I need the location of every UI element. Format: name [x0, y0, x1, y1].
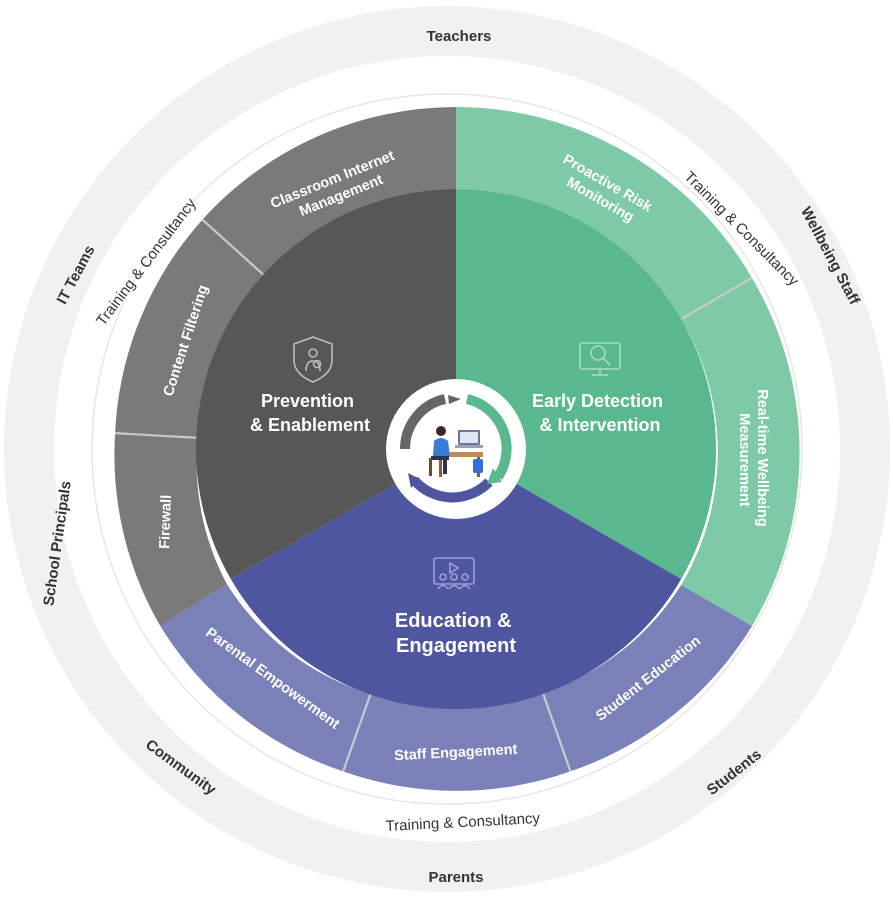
audience-teachers: Teachers: [427, 28, 492, 45]
audience-parents: Parents: [428, 869, 483, 886]
label-firewall: Firewall: [157, 495, 175, 550]
student-at-desk-icon: [429, 426, 483, 477]
center-hub: [386, 379, 526, 519]
segment-student-education: [543, 585, 752, 772]
training-label-bottom: Training & Consultancy: [385, 810, 541, 835]
pillar-title-prevention: Prevention & Enablement: [250, 391, 370, 435]
segment-staff-engagement: [343, 693, 571, 791]
label-realtime-wellbeing-measurement: Real-time Wellbeing Measurement: [736, 389, 770, 531]
segment-classroom-internet-management: [202, 107, 456, 275]
segment-realtime-wellbeing-measurement: [681, 278, 800, 626]
monitor-magnifier-icon: [579, 342, 621, 376]
segment-proactive-risk-monitoring: [456, 107, 752, 319]
sector-prevention: [195, 189, 456, 579]
segment-dividers: [115, 218, 753, 772]
shield-person-icon: [293, 336, 333, 383]
video-presentation-icon: [433, 557, 475, 590]
pillar-title-detection: Early Detection & Intervention: [532, 391, 668, 435]
label-staff-engagement: Staff Engagement: [394, 742, 518, 764]
pillar-title-education: Education & Engagement: [395, 610, 517, 657]
sector-detection: [456, 189, 717, 579]
segment-parental-empowerment: [160, 584, 371, 772]
segment-content-filtering: [115, 219, 264, 438]
outer-segments: [114, 107, 800, 791]
segment-firewall: [114, 433, 227, 626]
